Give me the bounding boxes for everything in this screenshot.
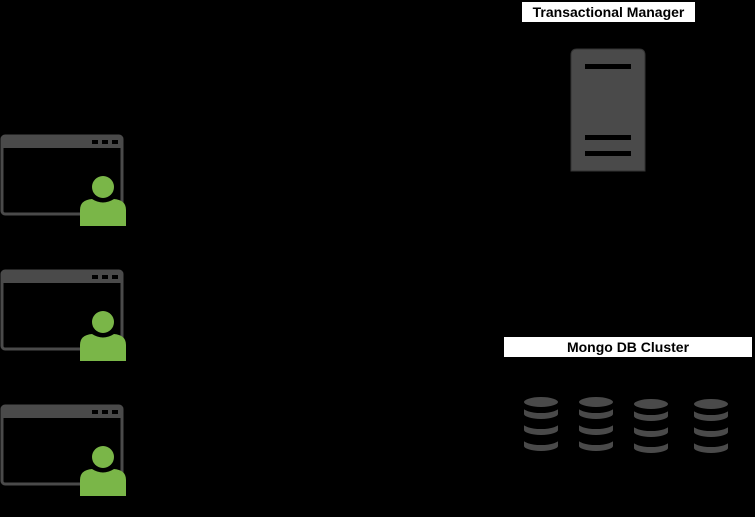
database-icon bbox=[691, 396, 731, 456]
database-icon bbox=[521, 394, 561, 454]
database-icon bbox=[631, 396, 671, 456]
client-browser-user-icon bbox=[0, 134, 130, 229]
transactional-manager-label: Transactional Manager bbox=[521, 1, 696, 23]
client-browser-user-icon bbox=[0, 269, 130, 364]
client-browser-user-icon bbox=[0, 404, 130, 499]
database-icon bbox=[576, 394, 616, 454]
mongo-cluster-label: Mongo DB Cluster bbox=[503, 336, 753, 358]
user-icon bbox=[80, 311, 126, 361]
server-icon bbox=[569, 47, 647, 173]
user-icon bbox=[80, 176, 126, 226]
user-icon bbox=[80, 446, 126, 496]
